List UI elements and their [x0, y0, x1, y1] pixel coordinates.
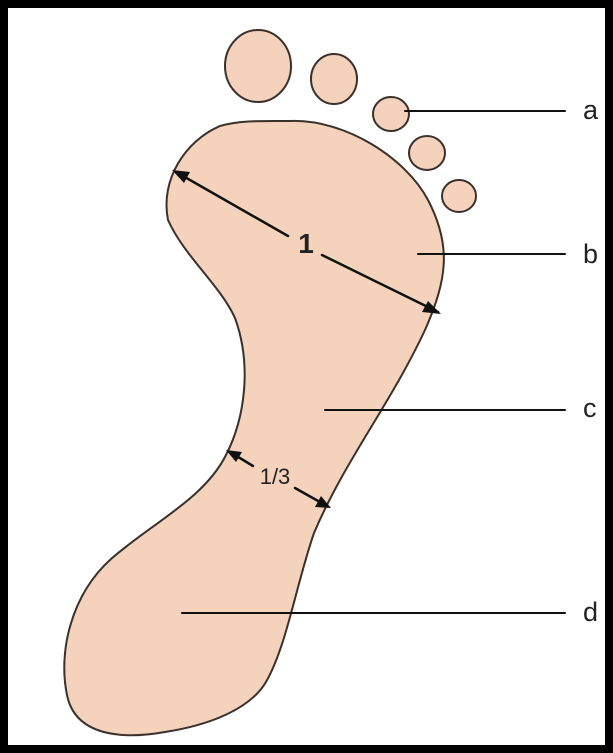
toe-4: [409, 136, 445, 170]
toe-2: [311, 54, 357, 104]
midfoot-width-label: 1/3: [260, 464, 291, 489]
toe-3: [373, 97, 409, 131]
label-c: c: [583, 393, 597, 423]
label-b: b: [583, 239, 598, 269]
foot-sole: [64, 121, 444, 735]
toe-1: [225, 30, 291, 102]
label-d: d: [583, 597, 598, 627]
label-a: a: [583, 95, 599, 125]
toe-5: [442, 180, 476, 212]
forefoot-width-label: 1: [298, 228, 314, 259]
callout-labels: a b c d: [583, 95, 599, 627]
